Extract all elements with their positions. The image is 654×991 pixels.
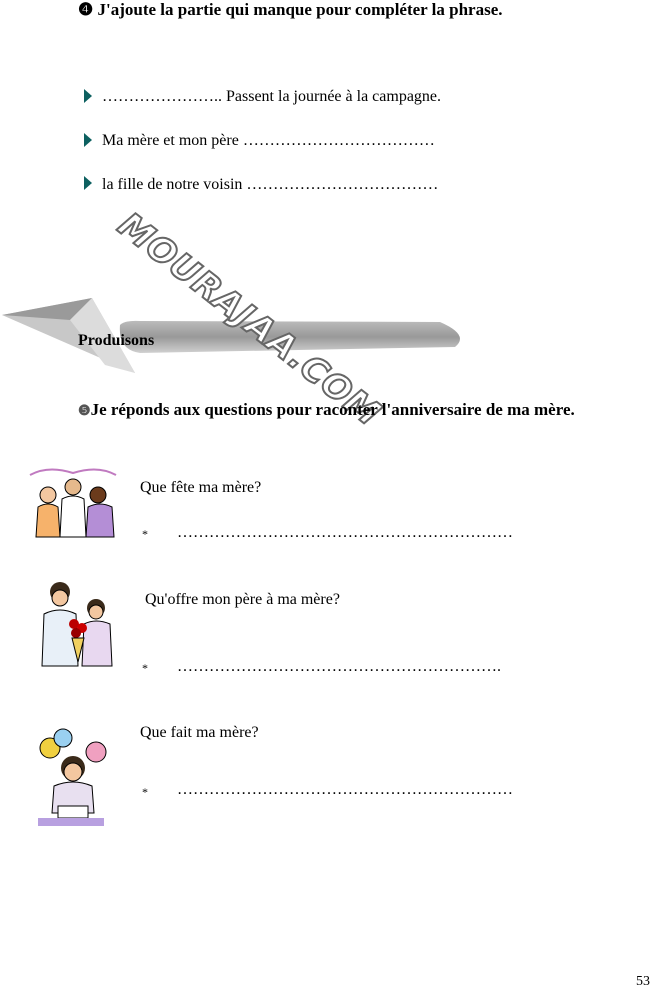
bullet-arrow-icon xyxy=(84,89,92,103)
question-2: Qu'offre mon père à ma mère? xyxy=(145,591,340,608)
exercise-title: Je réponds aux questions pour raconter l… xyxy=(90,400,575,419)
answer-line-3[interactable]: ……………………………………………………… xyxy=(177,781,513,798)
question-3: Que fait ma mère? xyxy=(140,724,259,741)
exercise-number: ❹ xyxy=(78,0,94,19)
section-title: Produisons xyxy=(78,332,155,349)
gift-flowers-illustration xyxy=(41,582,113,667)
sentence-2: Ma mère et mon père ……………………………… xyxy=(102,132,435,149)
question-1: Que fête ma mère? xyxy=(140,479,262,496)
answer-line-2[interactable]: ……………………………………………………. xyxy=(177,658,501,675)
sentence-1: ………………….. Passent la journée à la campag… xyxy=(102,88,442,105)
sentence-3: la fille de notre voisin ……………………………… xyxy=(102,176,439,193)
page-number: 53 xyxy=(636,974,650,989)
party-illustration xyxy=(29,468,117,538)
bullet-arrow-icon xyxy=(84,176,92,190)
answer-line-1[interactable]: ……………………………………………………… xyxy=(177,524,513,541)
answer-marker: * xyxy=(142,661,148,675)
section-banner xyxy=(2,298,461,373)
bullet-arrow-icon xyxy=(84,133,92,147)
exercise-5-heading: ❺Je réponds aux questions pour raconter … xyxy=(78,400,575,420)
answer-marker: * xyxy=(142,527,148,541)
exercise-title: J'ajoute la partie qui manque pour compl… xyxy=(97,0,503,19)
exercise-4-heading: ❹ J'ajoute la partie qui manque pour com… xyxy=(78,0,503,20)
exercise-number: ❺ xyxy=(78,404,91,419)
answer-marker: * xyxy=(142,785,148,799)
birthday-cake-illustration xyxy=(38,728,107,826)
